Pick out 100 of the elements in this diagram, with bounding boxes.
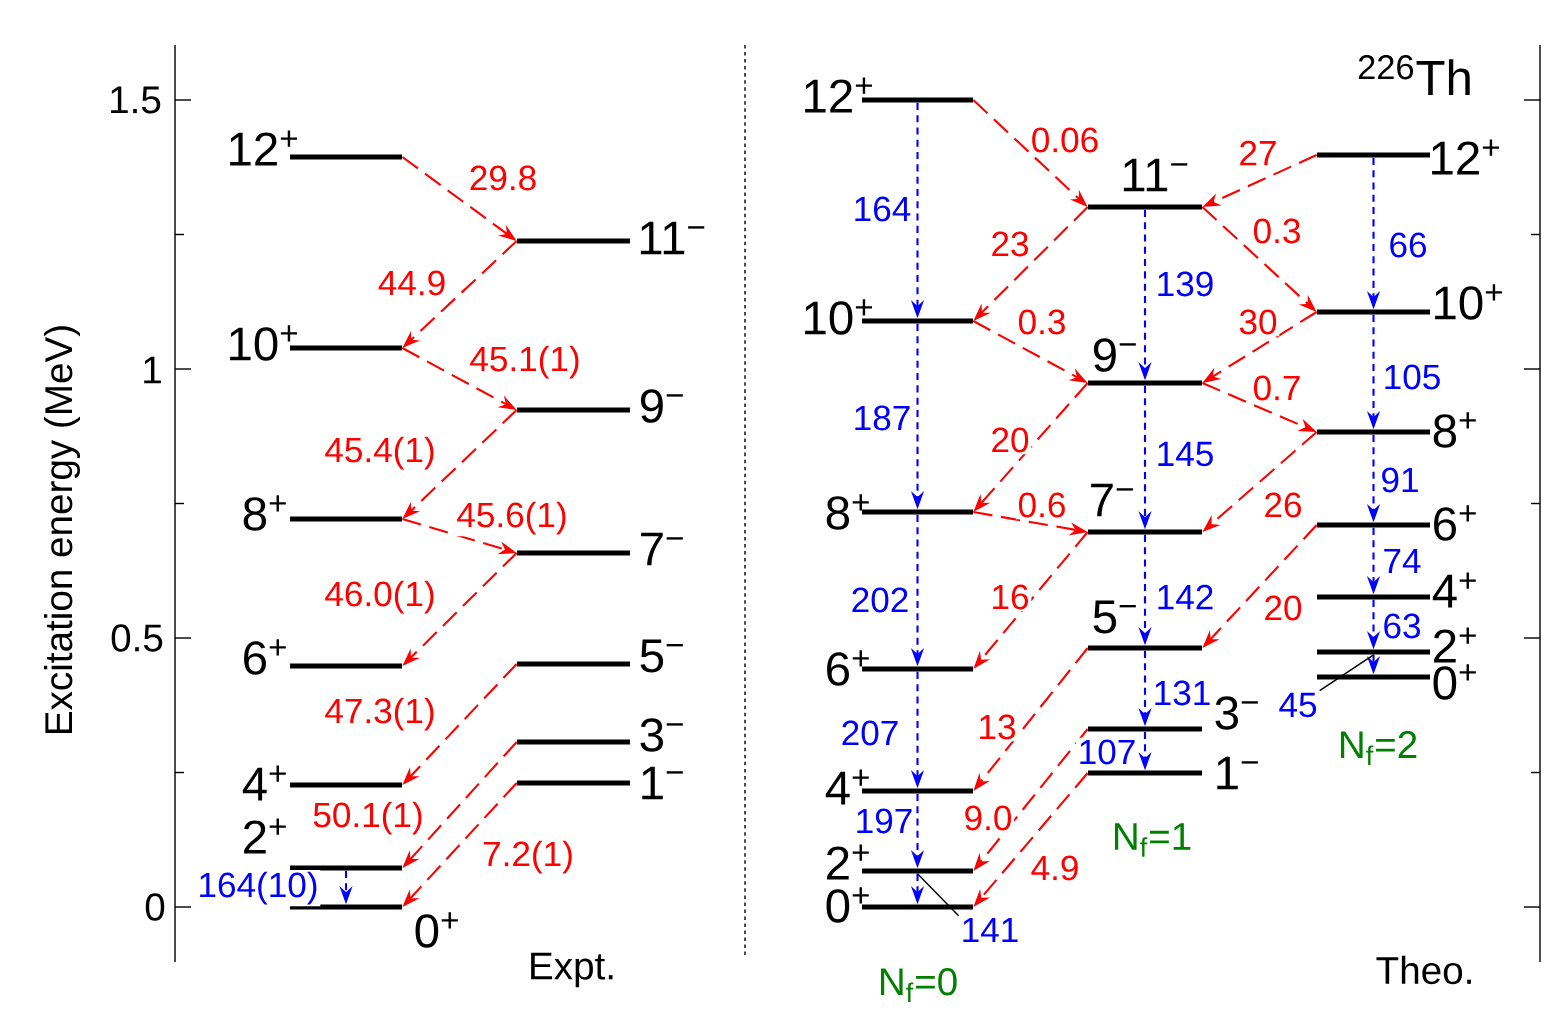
edge-label: 30 bbox=[1236, 307, 1280, 337]
edge-label: 139 bbox=[1153, 269, 1217, 299]
title: $^{226}$Th bbox=[1358, 55, 1470, 95]
energy-level: 8$^{+}$ bbox=[243, 495, 402, 531]
edge-label: 27 bbox=[1236, 139, 1280, 168]
leader-line bbox=[916, 873, 960, 917]
node-label: 10$^{+}$ bbox=[1435, 284, 1503, 320]
band-label: N$_{f}$=2 bbox=[1341, 731, 1417, 765]
panel-label: Expt. bbox=[531, 952, 613, 988]
energy-level: 12$^{+}$ bbox=[805, 77, 973, 113]
node-label: 4$^{+}$ bbox=[242, 765, 286, 801]
node-label: 7$^{−}$ bbox=[1091, 483, 1133, 517]
edge-label: 7.2(1) bbox=[480, 838, 576, 876]
edge-label: 20 bbox=[1261, 593, 1305, 623]
band-label: N$_{f}$=1 bbox=[1115, 823, 1191, 857]
edge-label: 164 bbox=[850, 194, 914, 224]
node-label: 2$^{+}$ bbox=[1434, 627, 1476, 663]
node-label: 2$^{+}$ bbox=[827, 844, 869, 880]
edge-label: 4.9 bbox=[1028, 853, 1082, 883]
node-label: 12$^{+}$ bbox=[1432, 139, 1500, 175]
energy-level: 1$^{−}$ bbox=[517, 766, 683, 800]
transition-value: 141 bbox=[963, 917, 1018, 943]
edge-label: 187 bbox=[850, 403, 914, 433]
edge-label: 44.9 bbox=[376, 268, 448, 298]
node-label: 6$^{+}$ bbox=[1434, 505, 1476, 541]
edge-label: 164(10) bbox=[195, 869, 321, 907]
node-label: 2$^{+}$ bbox=[244, 818, 286, 854]
node-label: 10$^{+}$ bbox=[805, 299, 872, 335]
edge-label: 50.1(1) bbox=[310, 799, 426, 837]
edge-label: 74 bbox=[1380, 547, 1424, 575]
energy-level: 9$^{−}$ bbox=[517, 389, 683, 423]
edge-label: 142 bbox=[1153, 583, 1217, 612]
node-label: 11$^{−}$ bbox=[640, 221, 705, 255]
edge-label: 29.8 bbox=[467, 163, 539, 193]
energy-level: 11$^{−}$ bbox=[517, 221, 705, 255]
node-label: 4$^{+}$ bbox=[1432, 572, 1476, 608]
tick-label: 0.5 bbox=[111, 624, 163, 652]
edge-label: 20 bbox=[988, 425, 1032, 455]
node-label: 1$^{−}$ bbox=[642, 766, 683, 800]
edge-label: 45.6(1) bbox=[454, 499, 570, 537]
edge-label: 23 bbox=[988, 229, 1032, 259]
edge-label: 26 bbox=[1261, 490, 1305, 520]
energy-level: 11$^{−}$ bbox=[1088, 158, 1202, 210]
energy-level: 10$^{+}$ bbox=[230, 325, 402, 361]
edge-label: 0.3 bbox=[1250, 216, 1304, 246]
edge-label: 105 bbox=[1380, 362, 1444, 392]
energy-level: 9$^{−}$ bbox=[1088, 338, 1202, 386]
energy-level: 3$^{−}$ bbox=[517, 718, 683, 752]
edge-label: 0.7 bbox=[1250, 373, 1304, 403]
node-label: 12$^{+}$ bbox=[230, 130, 297, 166]
edge-label: 13 bbox=[975, 712, 1019, 742]
edge-label: 197 bbox=[852, 806, 916, 836]
node-label: 1$^{−}$ bbox=[1217, 756, 1258, 790]
node-label: 0$^{+}$ bbox=[826, 887, 869, 923]
energy-level: 10$^{+}$ bbox=[805, 299, 973, 335]
leader-line bbox=[1318, 654, 1375, 692]
edge-label: 45.4(1) bbox=[322, 434, 438, 472]
node-label: 0$^{+}$ bbox=[415, 912, 458, 948]
axis-title: Excitation energy (MeV) bbox=[44, 326, 80, 734]
node-label: 4$^{+}$ bbox=[825, 769, 869, 805]
node-label: 3$^{−}$ bbox=[1215, 696, 1258, 730]
energy-level: 0$^{+}$ bbox=[1317, 664, 1476, 700]
edge-label: 47.3(1) bbox=[322, 695, 438, 733]
energy-level: 4$^{+}$ bbox=[825, 769, 973, 805]
energy-level: 10$^{+}$ bbox=[1317, 284, 1502, 320]
node-label: 5$^{−}$ bbox=[640, 639, 683, 673]
tick-label: 1.5 bbox=[111, 86, 161, 114]
node-label: 3$^{−}$ bbox=[640, 718, 683, 752]
edge-label: 45.1(1) bbox=[467, 343, 583, 381]
node-label: 7$^{−}$ bbox=[641, 532, 683, 566]
energy-level: 7$^{−}$ bbox=[1088, 483, 1202, 535]
edge-label: 63 bbox=[1380, 611, 1424, 641]
node-label: 6$^{+}$ bbox=[244, 639, 286, 675]
edge-label: 66 bbox=[1386, 230, 1430, 260]
tick-label: 0 bbox=[145, 893, 165, 921]
band-label: N$_{f}$=0 bbox=[881, 968, 957, 1002]
edge-label: 202 bbox=[848, 585, 912, 615]
node-label: 8$^{+}$ bbox=[243, 495, 286, 531]
edge-label: 0.3 bbox=[1015, 307, 1069, 337]
node-label: 8$^{+}$ bbox=[1433, 412, 1476, 448]
energy-level: 0$^{+}$ bbox=[290, 904, 458, 948]
edge-label: 46.0(1) bbox=[322, 578, 438, 616]
energy-level: 4$^{+}$ bbox=[1317, 572, 1476, 608]
energy-level: 8$^{+}$ bbox=[826, 494, 973, 530]
transition-value: 45 bbox=[1279, 692, 1317, 718]
edge-label: 91 bbox=[1378, 465, 1422, 495]
node-label: 12$^{+}$ bbox=[805, 77, 872, 113]
edge-label: 0.06 bbox=[1029, 125, 1101, 155]
node-label: 9$^{−}$ bbox=[640, 389, 683, 423]
node-label: 5$^{−}$ bbox=[1093, 600, 1136, 634]
node-label: 0$^{+}$ bbox=[1433, 664, 1476, 700]
energy-level: 4$^{+}$ bbox=[242, 765, 402, 801]
panel-label: Theo. bbox=[1376, 955, 1471, 985]
energy-level: 8$^{+}$ bbox=[1317, 412, 1476, 448]
edge-label: 16 bbox=[988, 582, 1032, 612]
edge-label: 107 bbox=[1075, 737, 1139, 767]
energy-level: 5$^{−}$ bbox=[517, 639, 683, 673]
energy-level: 6$^{+}$ bbox=[1317, 505, 1476, 541]
edge-label: 0.6 bbox=[1015, 490, 1069, 520]
edge-label: 131 bbox=[1150, 678, 1214, 708]
